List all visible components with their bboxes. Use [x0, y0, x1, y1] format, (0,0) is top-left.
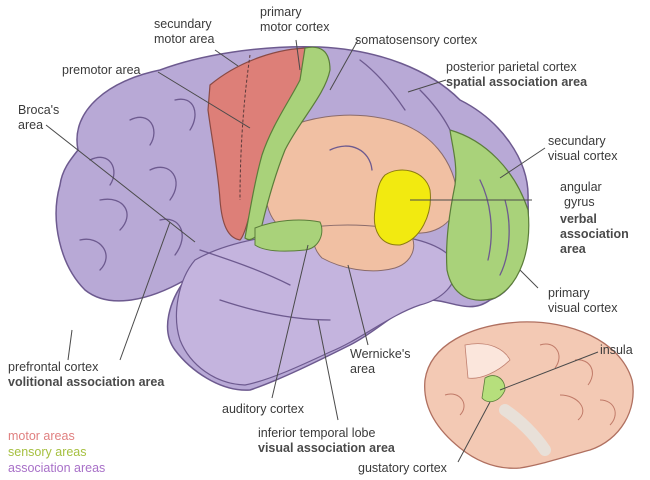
gyri-texture: [79, 59, 510, 321]
motor-boundary: [239, 54, 251, 201]
angular-gyrus-region: [373, 169, 431, 246]
label-angular-gyrus: angular gyrus: [560, 180, 602, 209]
label-brocas-area: Broca's area: [18, 103, 60, 132]
legend-item-sensory: sensory areas: [8, 445, 87, 459]
label-primary-visual-cortex: primary visual cortex: [548, 286, 618, 315]
label-gustatory-cortex: gustatory cortex: [358, 461, 447, 475]
label-wernickes-area: Wernicke's area: [350, 347, 411, 376]
label-primary-motor-cortex: primary motor cortex: [260, 5, 330, 34]
label-prefrontal-cortex: prefrontal cortex volitional association…: [8, 360, 165, 389]
label-secundary-visual-cortex: secundary visual cortex: [548, 134, 618, 163]
label-auditory-cortex: auditory cortex: [222, 402, 304, 416]
label-secundary-motor-area: secundary motor area: [154, 17, 215, 46]
auditory-strip: [254, 219, 323, 252]
label-premotor-area: premotor area: [62, 63, 141, 77]
leader-lines: [45, 39, 599, 463]
label-inferior-temporal-lobe: inferior temporal lobe visual associatio…: [258, 426, 395, 455]
label-verbal-association-area: verbal association area: [560, 212, 629, 256]
label-posterior-parietal-cortex: posterior parietal cortex spatial associ…: [446, 60, 588, 89]
legend: motor areas sensory areas association ar…: [8, 428, 105, 476]
label-somatosensory-cortex: somatosensory cortex: [355, 33, 478, 47]
legend-item-association: association areas: [8, 461, 106, 475]
label-insula: insula: [600, 343, 633, 357]
legend-item-motor: motor areas: [8, 429, 75, 443]
